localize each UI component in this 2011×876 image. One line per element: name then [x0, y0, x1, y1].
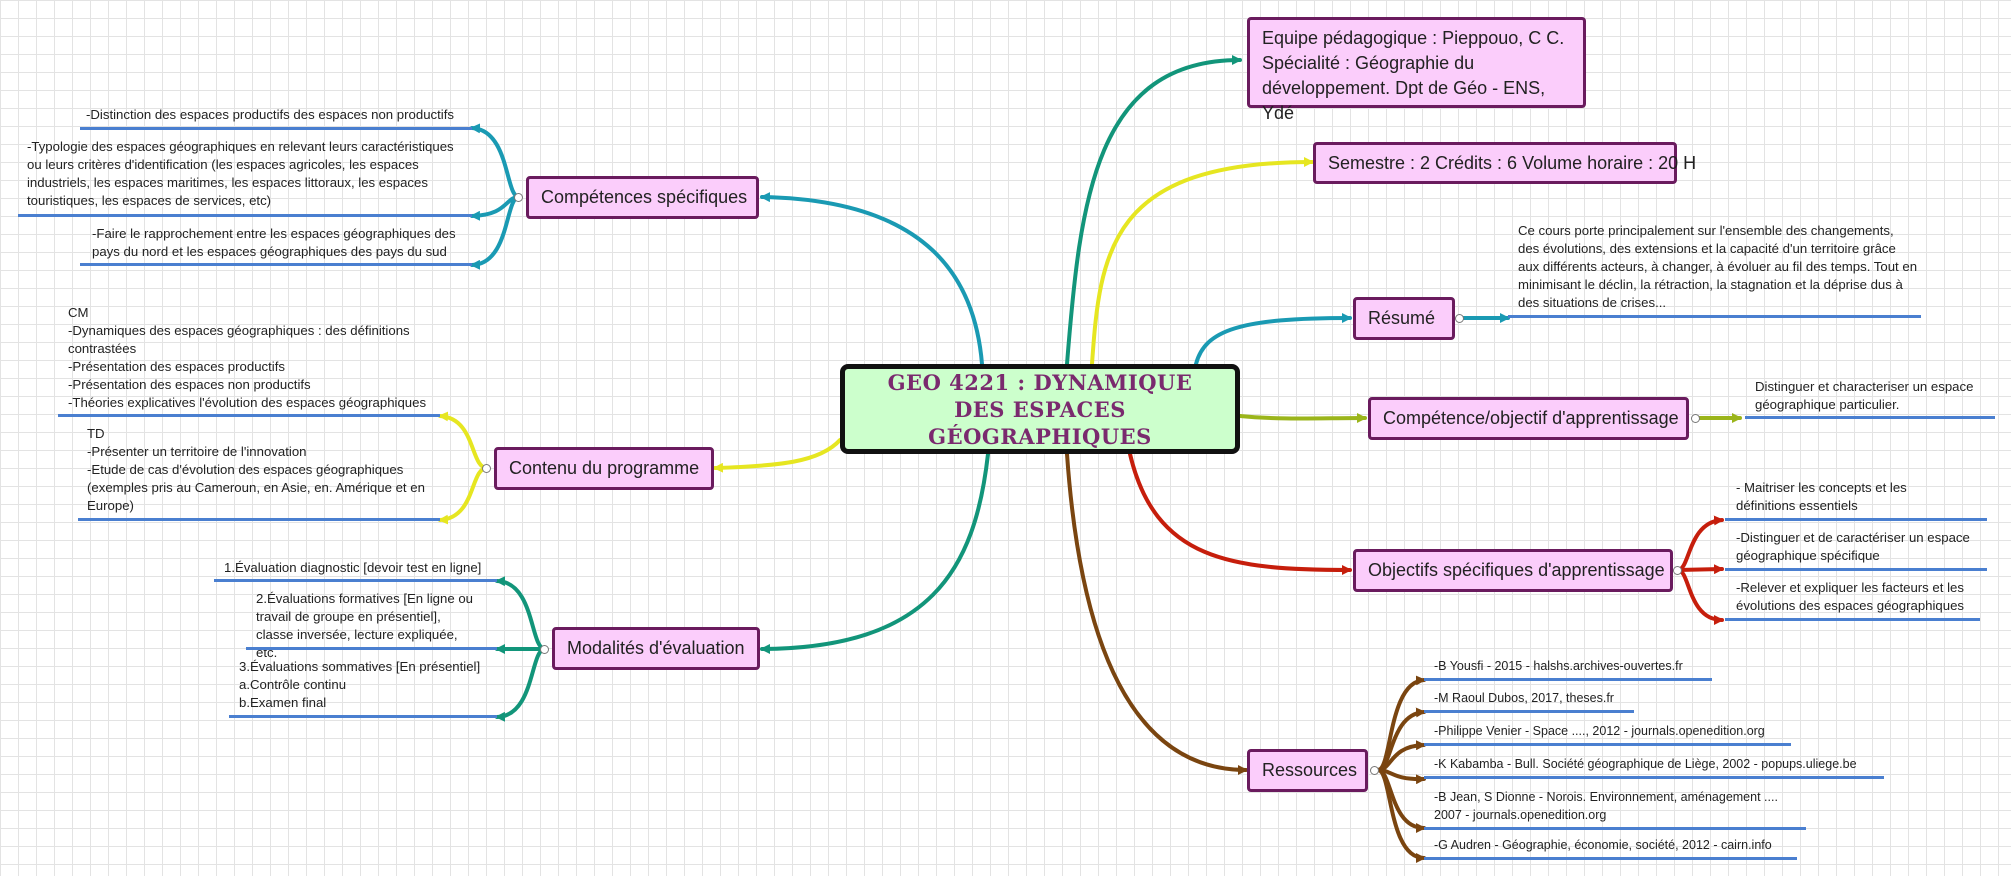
leaf-underline [78, 518, 440, 521]
leaf-resume-text: Ce cours porte principalement sur l'ense… [1518, 223, 1918, 310]
leaf-underline [1745, 416, 1995, 419]
collapse-toggle-contenu[interactable] [482, 464, 491, 473]
topic-semestre[interactable]: Semestre : 2 Crédits : 6 Volume horaire … [1313, 142, 1696, 184]
leaf-ressource-6: -G Audren - Géographie, économie, sociét… [1434, 838, 1772, 852]
topic-equipe-text: Equipe pédagogique : Pieppouo, C C. Spéc… [1262, 28, 1565, 123]
leaf-underline [229, 715, 497, 718]
leaf-modalite-1: 1.Évaluation diagnostic [devoir test en … [224, 560, 482, 575]
topic-contenu-programme[interactable]: Contenu du programme [494, 447, 714, 490]
leaf-underline [1424, 710, 1634, 713]
leaf-underline [1424, 827, 1806, 830]
collapse-toggle-competence[interactable] [1691, 414, 1700, 423]
leaf-ressource-5: -B Jean, S Dionne - Norois. Environnemen… [1434, 790, 1778, 822]
leaf-contenu-cm: CM -Dynamiques des espaces géographiques… [68, 305, 427, 410]
leaf-underline [58, 414, 440, 417]
topic-competences-label: Compétences spécifiques [541, 187, 748, 207]
topic-competence-objectif[interactable]: Compétence/objectif d'apprentissage [1368, 397, 1689, 440]
leaf-underline [1424, 678, 1712, 681]
topic-semestre-text: Semestre : 2 Crédits : 6 Volume horaire … [1328, 152, 1697, 173]
collapse-toggle-objectifs[interactable] [1673, 566, 1682, 575]
topic-competence-label: Compétence/objectif d'apprentissage [1383, 408, 1679, 428]
leaf-ressource-4: -K Kabamba - Bull. Société géographique … [1434, 757, 1857, 771]
central-topic-title: GEO 4221 : DYNAMIQUE DES ESPACES GÉOGRAP… [887, 369, 1193, 449]
central-topic[interactable]: GEO 4221 : DYNAMIQUE DES ESPACES GÉOGRAP… [840, 364, 1240, 454]
leaf-competence-2: -Typologie des espaces géographiques en … [27, 139, 454, 208]
leaf-ressource-1: -B Yousfi - 2015 - halshs.archives-ouver… [1434, 659, 1683, 673]
leaf-objectif-1: - Maitriser les concepts et les définiti… [1736, 480, 1907, 513]
leaf-underline [1725, 618, 1980, 621]
topic-modalites-evaluation[interactable]: Modalités d'évaluation [552, 627, 760, 670]
leaf-competence-1: -Distinction des espaces productifs des … [86, 107, 454, 122]
leaf-underline [246, 647, 497, 650]
topic-equipe-pedagogique[interactable]: Equipe pédagogique : Pieppouo, C C. Spéc… [1247, 17, 1586, 123]
leaf-objectif-2: -Distinguer et de caractériser un espace… [1736, 530, 1970, 563]
leaf-ressource-3: -Philippe Venier - Space ...., 2012 - jo… [1434, 724, 1765, 738]
leaf-underline [1725, 518, 1987, 521]
leaf-underline [1424, 857, 1797, 860]
topic-contenu-label: Contenu du programme [509, 458, 700, 478]
leaf-underline [1725, 568, 1987, 571]
leaf-objectif-3: -Relever et expliquer les facteurs et le… [1736, 580, 1965, 613]
topic-resume[interactable]: Résumé [1353, 297, 1455, 340]
leaf-contenu-td: TD -Présenter un territoire de l'innovat… [87, 426, 425, 513]
leaf-modalite-2: 2.Évaluations formatives [En ligne ou tr… [256, 591, 473, 660]
leaf-underline [1424, 776, 1884, 779]
collapse-toggle-ressources[interactable] [1370, 766, 1379, 775]
leaf-competence-3: -Faire le rapprochement entre les espace… [92, 226, 456, 259]
topic-ressources-label: Ressources [1262, 760, 1358, 780]
collapse-toggle-modalites[interactable] [540, 645, 549, 654]
leaf-underline [214, 579, 497, 582]
leaf-modalite-3: 3.Évaluations sommatives [En présentiel]… [239, 659, 481, 710]
leaf-competence-text: Distinguer et characteriser un espace gé… [1755, 379, 1974, 412]
topic-objectifs-specifiques[interactable]: Objectifs spécifiques d'apprentissage [1353, 549, 1673, 592]
leaf-underline [18, 214, 472, 217]
collapse-toggle-competences[interactable] [514, 193, 523, 202]
leaf-underline [80, 127, 472, 130]
leaf-underline [1424, 743, 1791, 746]
topic-resume-label: Résumé [1368, 308, 1436, 328]
leaf-underline [80, 263, 472, 266]
topic-modalites-label: Modalités d'évaluation [567, 638, 745, 658]
leaf-ressource-2: -M Raoul Dubos, 2017, theses.fr [1434, 691, 1614, 705]
collapse-toggle-resume[interactable] [1455, 314, 1464, 323]
topic-competences-specifiques[interactable]: Compétences spécifiques [526, 176, 759, 219]
leaf-underline [1508, 315, 1921, 318]
topic-ressources[interactable]: Ressources [1247, 749, 1368, 792]
topic-objectifs-label: Objectifs spécifiques d'apprentissage [1368, 560, 1665, 580]
